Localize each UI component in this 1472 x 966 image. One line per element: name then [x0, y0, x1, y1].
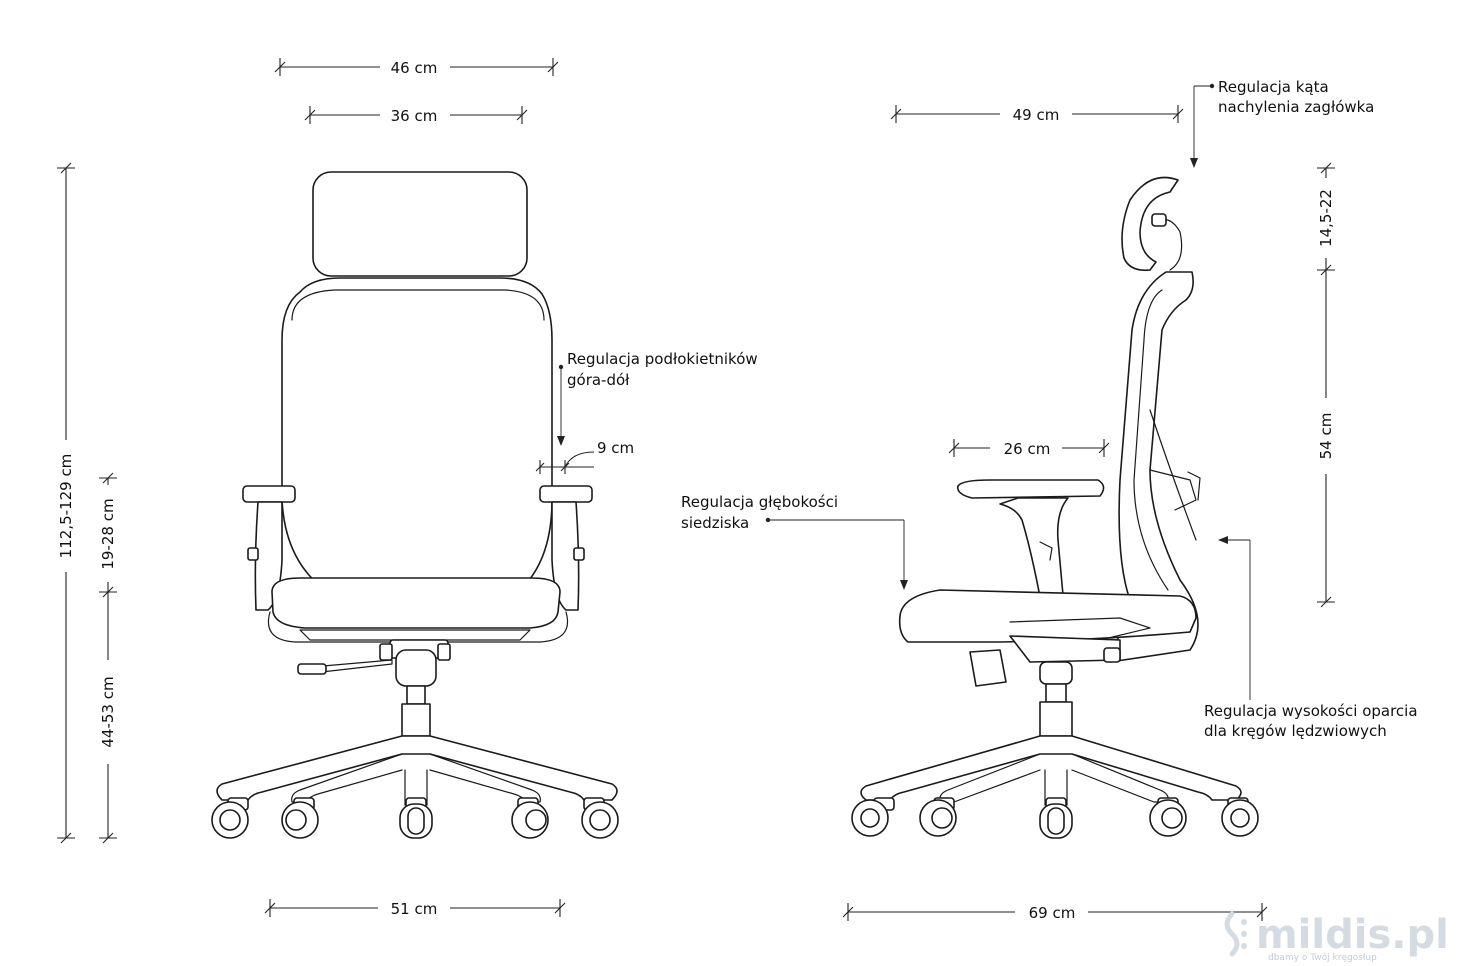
- note-seat-depth-line1: Regulacja głębokości: [681, 493, 838, 511]
- dim-51cm: [264, 899, 566, 917]
- label-49cm: 49 cm: [1013, 106, 1060, 124]
- dim-total-height: [57, 162, 75, 844]
- side-view-chair: [851, 176, 1259, 839]
- logo-text: mildis.pl: [1256, 912, 1449, 958]
- label-armrest-height: 19-28 cm: [99, 498, 117, 569]
- note-lumbar-line2: dla kręgów lędzwiowych: [1204, 722, 1387, 740]
- label-headrest-adjust: 14,5-22: [1317, 189, 1335, 247]
- note-headrest-line2: nachylenia zagłówka: [1218, 98, 1374, 116]
- dim-26cm: [948, 439, 1110, 457]
- note-armrest-line2: góra-dół: [567, 371, 630, 389]
- annotation-labels: Regulacja podłokietników góra-dół Regula…: [567, 78, 1418, 740]
- dim-49cm: [890, 105, 1184, 123]
- label-69cm: 69 cm: [1029, 904, 1076, 922]
- label-seat-height: 44-53 cm: [99, 676, 117, 747]
- front-view-chair: [211, 171, 619, 839]
- dimension-lines: [57, 58, 1335, 921]
- label-total-height: 112,5-129 cm: [57, 454, 75, 559]
- label-9cm: 9 cm: [597, 439, 634, 457]
- note-lumbar-line1: Regulacja wysokości oparcia: [1204, 702, 1418, 720]
- dim-seat-height: [99, 592, 117, 844]
- spine-icon: [1224, 911, 1240, 957]
- dim-46cm: [274, 58, 559, 76]
- label-51cm: 51 cm: [391, 900, 438, 918]
- note-armrest-line1: Regulacja podłokietników: [567, 350, 758, 368]
- dim-36cm: [304, 106, 528, 124]
- label-26cm: 26 cm: [1004, 440, 1051, 458]
- dimension-labels: 46 cm 36 cm 112,5-129 cm 19-28 cm 44-53 …: [57, 59, 1335, 922]
- label-backrest-height: 54 cm: [1317, 413, 1335, 460]
- dim-9cm: [535, 451, 595, 474]
- label-36cm: 36 cm: [391, 107, 438, 125]
- label-46cm: 46 cm: [391, 59, 438, 77]
- logo-tagline: dbamy o Twój kręgosłup: [1268, 952, 1377, 962]
- mildis-logo: mildis.pl dbamy o Twój kręgosłup: [1224, 911, 1449, 963]
- note-seat-depth-line2: siedziska: [681, 514, 749, 532]
- note-headrest-line1: Regulacja kąta: [1218, 78, 1329, 96]
- annotation-leaders: [557, 83, 1251, 700]
- dim-backrest-height: [1317, 270, 1335, 608]
